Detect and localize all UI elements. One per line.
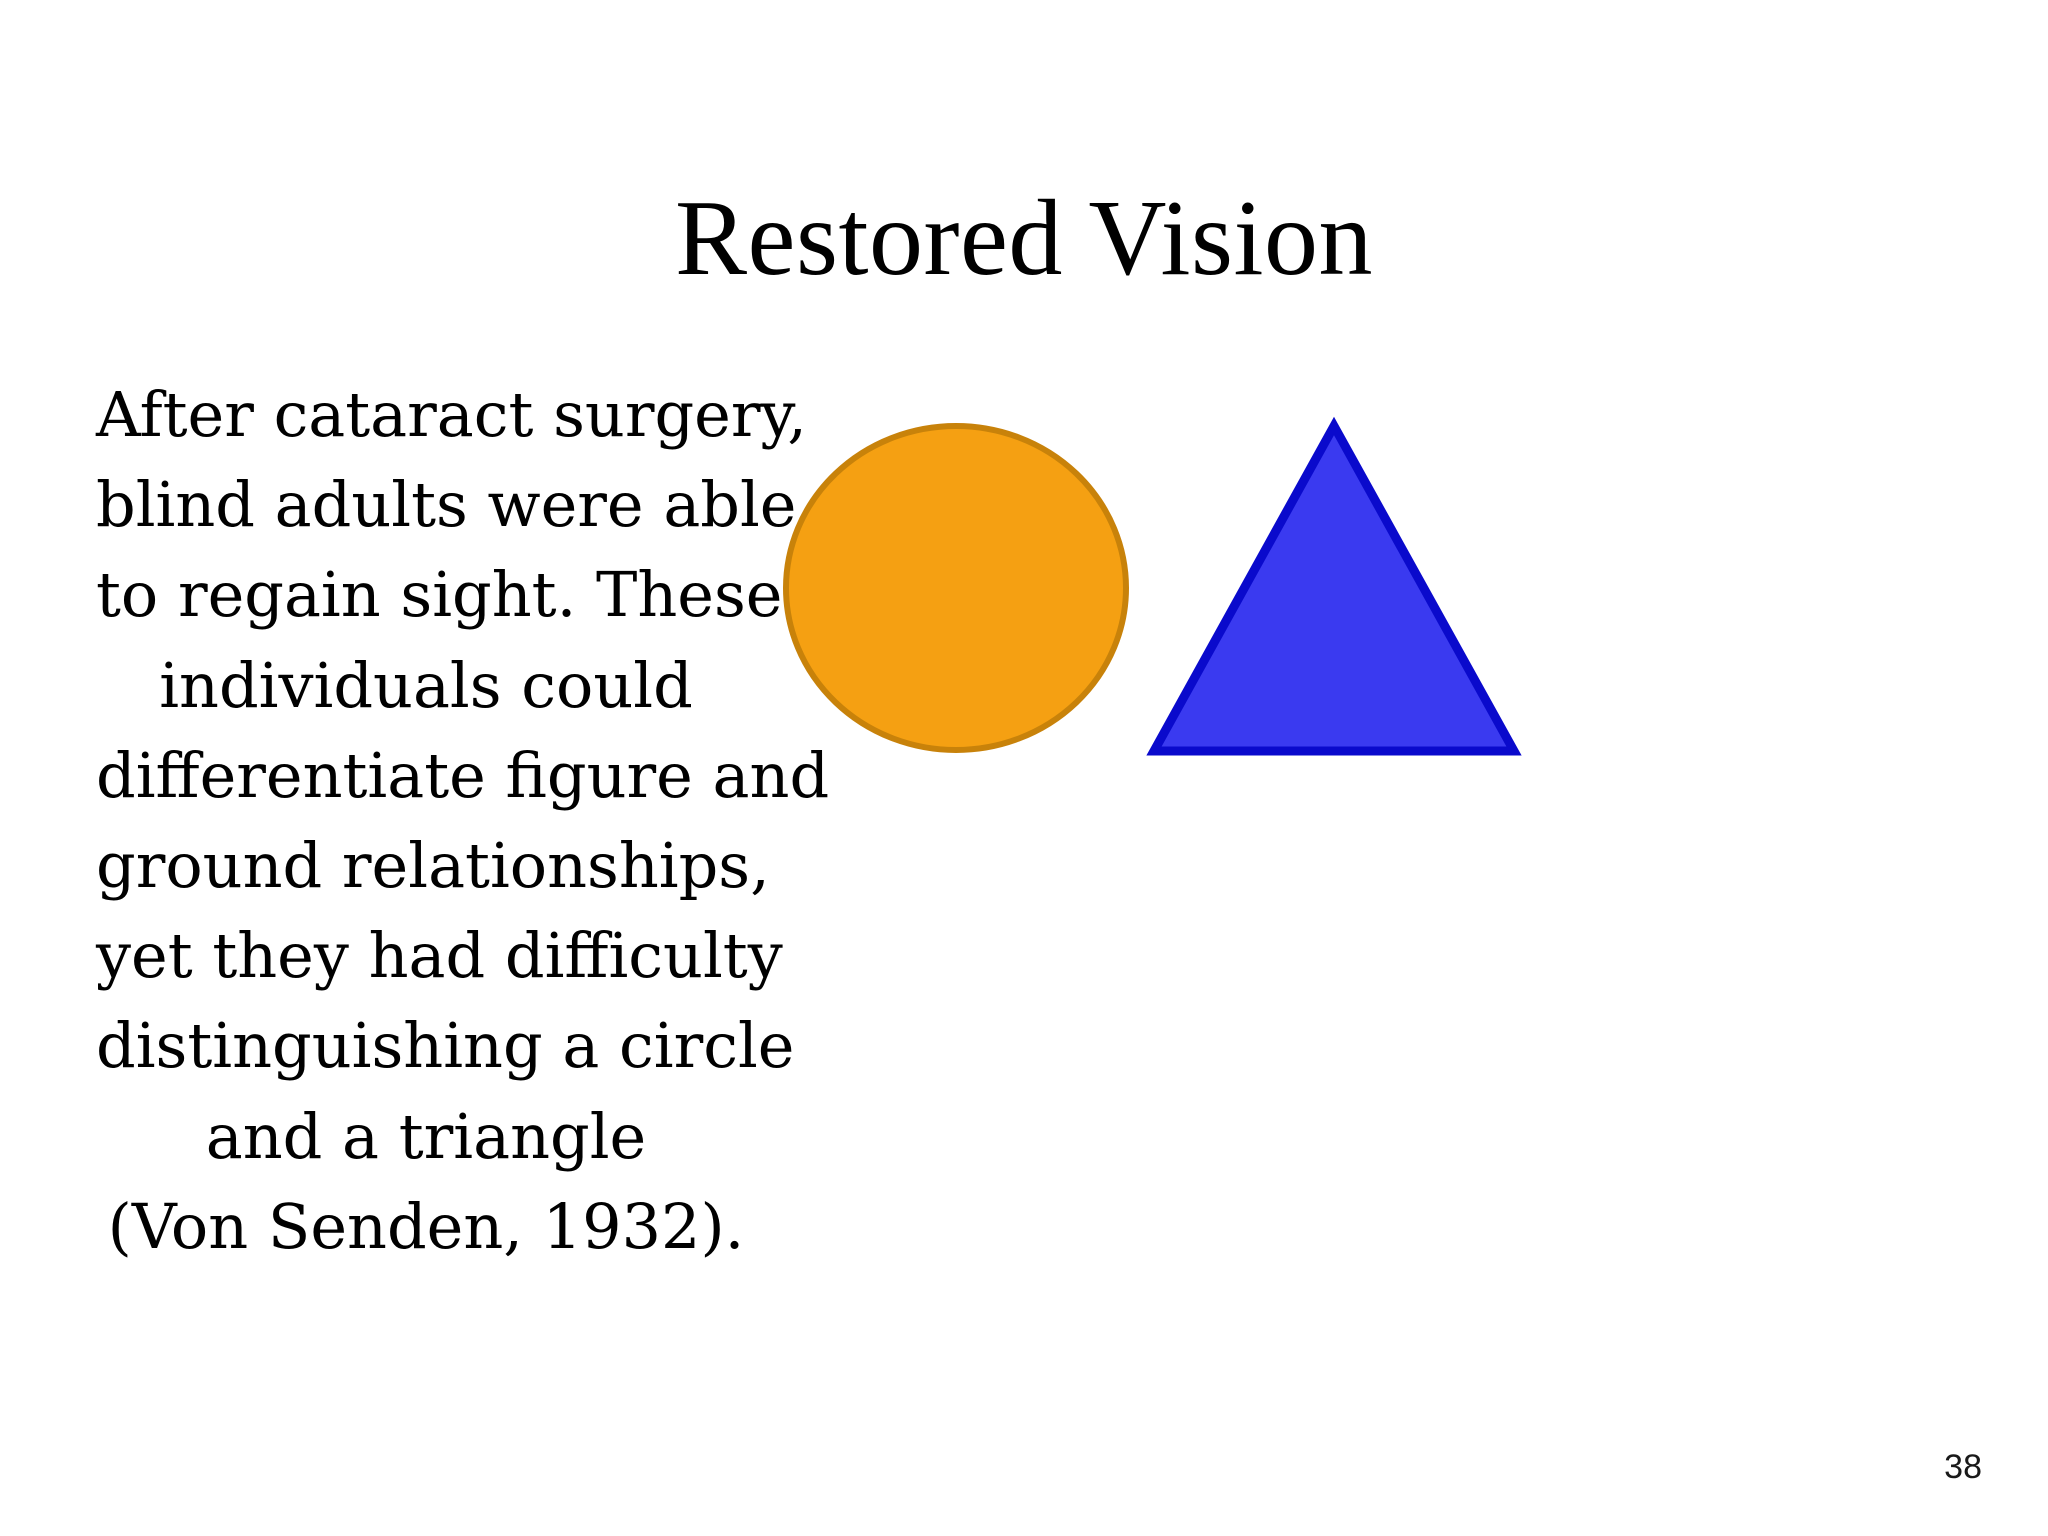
body-line: individuals could bbox=[159, 648, 693, 722]
body-line: differentiate figure and bbox=[96, 738, 830, 812]
triangle-polygon bbox=[1146, 416, 1522, 756]
body-line: blind adults were able bbox=[96, 468, 797, 542]
body-line: yet they had difficulty bbox=[96, 919, 783, 993]
blue-triangle-shape bbox=[1146, 416, 1522, 757]
body-text-block: After cataract surgery, blind adults wer… bbox=[96, 370, 830, 1272]
body-line: and a triangle bbox=[205, 1099, 647, 1173]
body-line: (Von Senden, 1932). bbox=[107, 1189, 745, 1263]
page-number: 38 bbox=[1944, 1448, 1982, 1486]
body-line: to regain sight. These bbox=[96, 558, 783, 632]
orange-circle-shape bbox=[782, 422, 1130, 754]
body-line: ground relationships, bbox=[96, 829, 770, 903]
page-title: Restored Vision bbox=[674, 179, 1373, 299]
circle-ellipse bbox=[783, 423, 1129, 753]
shape-illustration-group bbox=[740, 400, 1580, 790]
body-line: distinguishing a circle bbox=[96, 1009, 795, 1083]
circle-icon bbox=[783, 423, 1129, 753]
body-line: After cataract surgery, bbox=[96, 378, 808, 451]
triangle-icon bbox=[1146, 416, 1522, 756]
